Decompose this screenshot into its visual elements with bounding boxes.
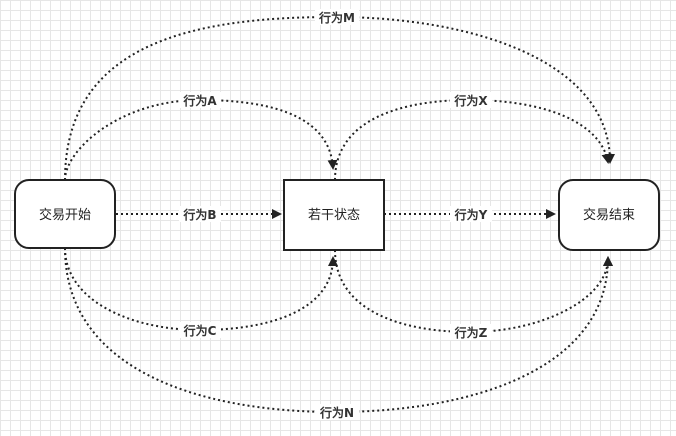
node-start[interactable]: 交易开始 <box>14 179 116 249</box>
svg-text:行为B: 行为B <box>182 207 216 222</box>
svg-text:行为N: 行为N <box>319 405 354 420</box>
edge-label-n: 行为N <box>315 404 359 420</box>
svg-text:行为A: 行为A <box>182 93 217 108</box>
edge-m <box>64 15 615 181</box>
edge-a <box>64 98 338 181</box>
svg-text:行为Y: 行为Y <box>454 207 488 222</box>
node-end-label: 交易结束 <box>583 207 635 223</box>
edge-n <box>64 247 613 414</box>
edge-label-x: 行为X <box>450 92 492 108</box>
node-end[interactable]: 交易结束 <box>558 179 660 251</box>
edge-label-m: 行为M <box>315 9 359 25</box>
edge-label-a: 行为A <box>179 92 221 108</box>
edge-label-z: 行为Z <box>450 324 492 340</box>
edge-x <box>334 98 612 181</box>
node-middle-label: 若干状态 <box>308 207 360 223</box>
svg-text:行为C: 行为C <box>183 323 217 338</box>
edge-label-b: 行为B <box>179 206 221 222</box>
edge-label-c: 行为C <box>179 322 221 338</box>
svg-text:行为M: 行为M <box>318 10 355 25</box>
svg-text:行为Z: 行为Z <box>454 325 488 340</box>
edge-z <box>334 249 613 334</box>
edge-c <box>64 247 338 332</box>
node-middle[interactable]: 若干状态 <box>283 179 385 251</box>
svg-text:行为X: 行为X <box>453 93 488 108</box>
edge-label-y: 行为Y <box>450 206 492 222</box>
node-start-label: 交易开始 <box>39 207 91 223</box>
